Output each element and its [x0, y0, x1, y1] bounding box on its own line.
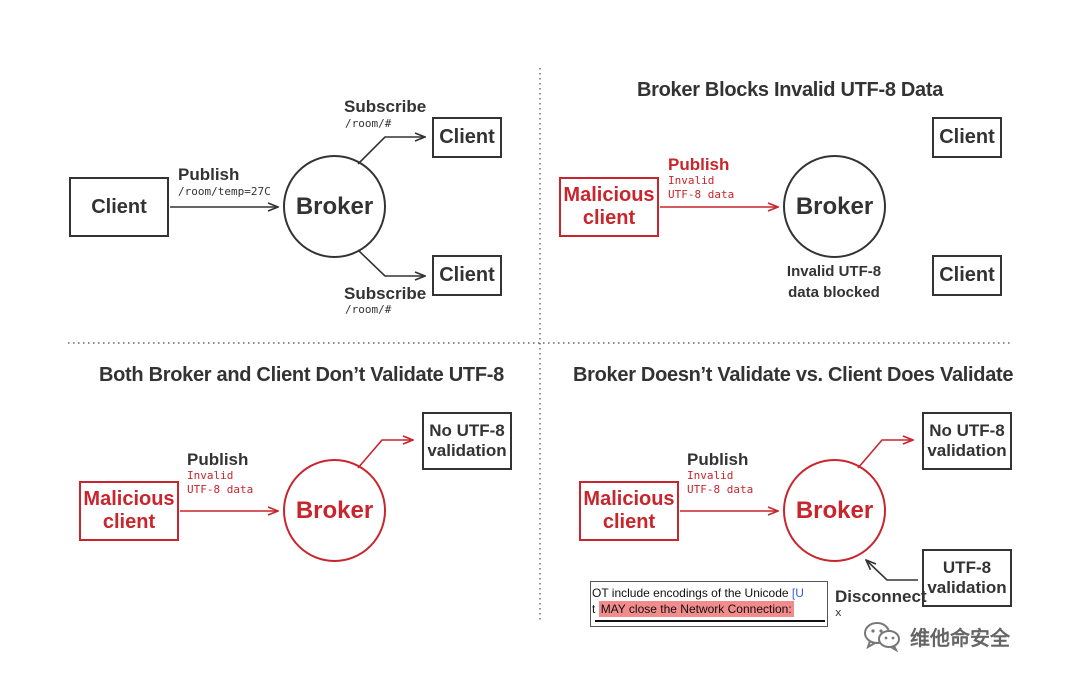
p1-client-top-box: Client [432, 117, 502, 158]
p2-malicious-client-box: Malicious client [559, 177, 659, 237]
p4-disconnect-arrow [866, 560, 918, 581]
p4-disconnect-label: Disconnect [835, 587, 927, 606]
p4-payload-line1: Invalid [687, 469, 734, 482]
p1-subscribe-bottom-arrow [357, 249, 425, 276]
p3-title: Both Broker and Client Don’t Validate UT… [99, 364, 504, 386]
watermark: 维他命安全 [862, 620, 1010, 652]
snippet-line1-tail: [U [791, 586, 804, 600]
p1-subscribe-top-topic: /room/# [345, 117, 392, 130]
p4-validation-line2: validation [927, 578, 1007, 597]
p2-client-bottom-box: Client [932, 255, 1002, 296]
p3-forward-arrow [357, 440, 413, 469]
p4-malicious-line2: client [602, 511, 656, 533]
p3-publish-label: Publish [187, 450, 249, 469]
p4-malicious-client-box: Malicious client [579, 481, 679, 541]
p1-client-left-box: Client [69, 177, 169, 237]
snippet-underline [595, 620, 825, 622]
spec-snippet: OT include encodings of the Unicode [U t… [590, 581, 828, 627]
p4-title: Broker Doesn’t Validate vs. Client Does … [573, 364, 1014, 386]
p3-payload-line2: UTF-8 data [187, 483, 254, 496]
p2-blocked-line1: Invalid UTF-8 [786, 263, 882, 280]
p1-subscribe-top-arrow [357, 137, 425, 165]
p2-client-top-label: Client [939, 126, 995, 148]
p2-client-bottom-label: Client [939, 264, 995, 286]
p2-publish-label: Publish [668, 155, 730, 174]
p2-malicious-line2: client [582, 207, 636, 229]
p4-broker-circle: Broker [783, 459, 886, 562]
p2-client-top-box: Client [932, 117, 1002, 158]
p3-malicious-line1: Malicious [83, 488, 175, 510]
p4-malicious-line1: Malicious [583, 488, 675, 510]
snippet-highlight: MAY close the Network Connection: [598, 601, 794, 617]
p3-no-validation-box: No UTF-8 validation [422, 412, 512, 470]
watermark-text: 维他命安全 [910, 625, 1010, 650]
p3-malicious-line2: client [102, 511, 156, 533]
p1-subscribe-top-label: Subscribe [344, 97, 427, 116]
p1-client-bottom-box: Client [432, 255, 502, 296]
p2-title: Broker Blocks Invalid UTF-8 Data [637, 79, 944, 101]
wechat-icon [864, 622, 900, 652]
p2-broker-circle: Broker [783, 155, 886, 258]
p1-subscribe-bottom-label: Subscribe [344, 284, 427, 303]
p4-publish-label: Publish [687, 450, 749, 469]
snippet-line1-text: OT include encodings of the Unicode [592, 586, 789, 600]
p3-broker-label: Broker [295, 496, 374, 524]
p1-broker-circle: Broker [283, 155, 386, 258]
p4-no-validation-line2: validation [927, 441, 1007, 460]
p3-malicious-client-box: Malicious client [79, 481, 179, 541]
p1-publish-label: Publish [178, 165, 240, 184]
p1-publish-topic: /room/temp=27C [178, 185, 271, 198]
p4-validation-line1: UTF-8 [942, 558, 992, 577]
p3-payload-line1: Invalid [187, 469, 234, 482]
p1-subscribe-bottom-topic: /room/# [345, 303, 392, 316]
snippet-line2-prefix: t [592, 602, 596, 616]
p1-client-left-label: Client [91, 195, 147, 218]
p4-forward-arrow [857, 440, 913, 469]
p2-blocked-line2: data blocked [788, 284, 880, 301]
p4-validation-box: UTF-8 validation [922, 549, 1012, 607]
p4-no-validation-box: No UTF-8 validation [922, 412, 1012, 470]
p2-broker-label: Broker [795, 192, 874, 220]
p1-client-top-label: Client [439, 126, 495, 148]
p2-malicious-line1: Malicious [563, 184, 655, 206]
p3-broker-circle: Broker [283, 459, 386, 562]
snippet-line1: OT include encodings of the Unicode [U [592, 585, 804, 601]
p4-disconnect-x: x [835, 606, 842, 619]
p2-payload-line2: UTF-8 data [668, 188, 735, 201]
p4-broker-label: Broker [795, 496, 874, 524]
p2-blocked-caption: Invalid UTF-8 data blocked [774, 261, 894, 303]
p2-payload-line1: Invalid [668, 174, 715, 187]
p3-no-validation-line1: No UTF-8 [429, 421, 505, 440]
p1-broker-label: Broker [295, 192, 374, 220]
snippet-line2: t MAY close the Network Connection: [592, 601, 794, 617]
p3-no-validation-line2: validation [427, 441, 507, 460]
p4-payload-line2: UTF-8 data [687, 483, 754, 496]
p4-no-validation-line1: No UTF-8 [929, 421, 1005, 440]
p1-client-bottom-label: Client [439, 264, 495, 286]
